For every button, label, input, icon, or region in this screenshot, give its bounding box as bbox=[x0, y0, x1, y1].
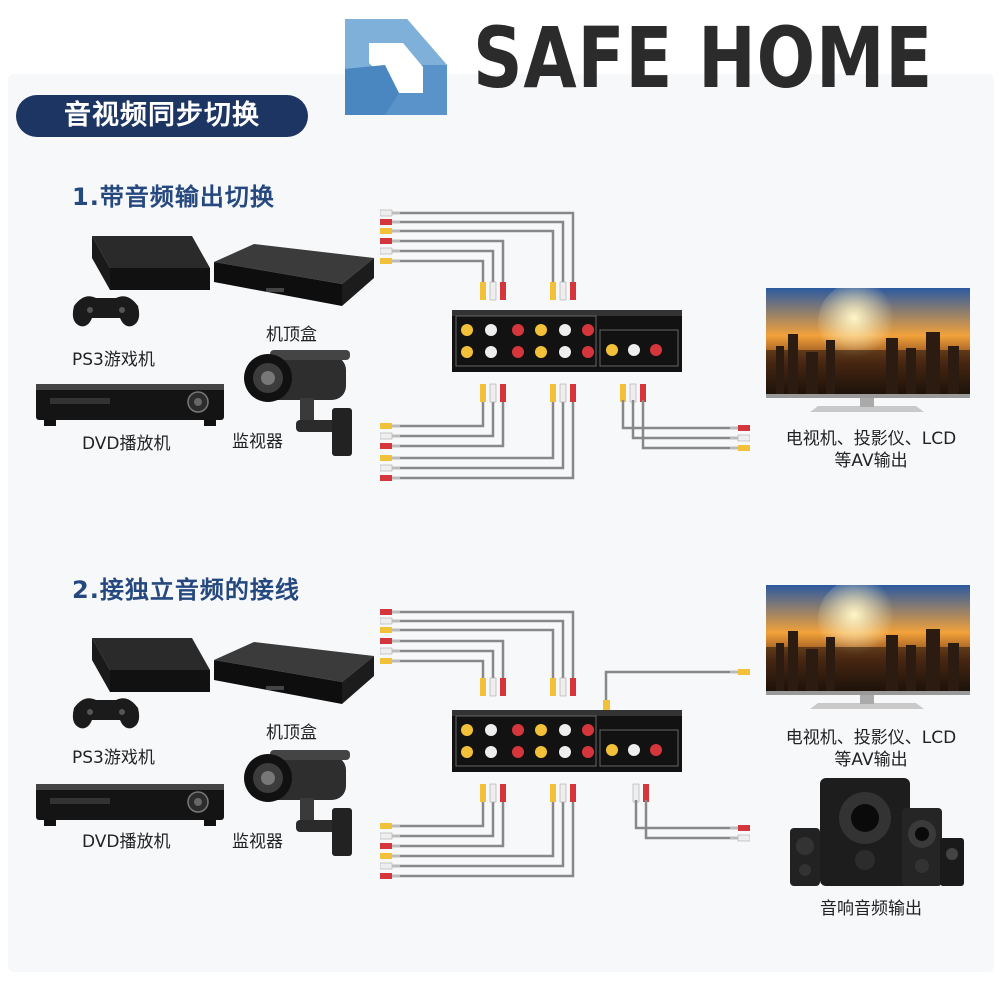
av-switch-box-2 bbox=[452, 710, 682, 772]
switch-bottom-plugs-2 bbox=[480, 783, 649, 803]
label-settop: 机顶盒 bbox=[266, 723, 317, 743]
switch-top-plugs-1 bbox=[480, 281, 576, 301]
settop-box-icon bbox=[214, 244, 374, 306]
input-cables-top-2 bbox=[400, 610, 575, 678]
input-plugs-top-1 bbox=[380, 209, 400, 264]
label-settop: 机顶盒 bbox=[266, 325, 317, 345]
label-av-output-line1: 电视机、投影仪、LCD bbox=[785, 728, 957, 748]
av-switch-box-1 bbox=[452, 310, 682, 372]
input-cables-top-1 bbox=[400, 211, 575, 282]
label-audio-output: 音响音频输出 bbox=[820, 899, 922, 919]
dvd-player-icon bbox=[36, 783, 225, 827]
label-av-output-line1: 电视机、投影仪、LCD bbox=[785, 429, 957, 449]
speaker-system-icon bbox=[790, 778, 964, 886]
logo-s-mark-icon bbox=[345, 19, 447, 115]
brand-name: SAFE HOME bbox=[473, 9, 934, 107]
settop-box-icon bbox=[214, 642, 374, 704]
brand-logo: SAFE HOME bbox=[345, 9, 995, 115]
label-camera: 监视器 bbox=[232, 832, 283, 852]
input-plugs-bottom-1 bbox=[380, 423, 400, 481]
output-plugs-1 bbox=[730, 425, 750, 451]
input-plugs-bottom-2 bbox=[380, 823, 400, 879]
switch-bottom-plugs-1 bbox=[480, 383, 646, 403]
ps3-console-icon bbox=[72, 638, 210, 729]
label-dvd: DVD播放机 bbox=[82, 434, 171, 454]
label-camera: 监视器 bbox=[232, 432, 283, 452]
section-1-title: 1.带音频输出切换 bbox=[72, 183, 275, 211]
video-out-cable-2 bbox=[604, 670, 730, 700]
input-cables-bottom-2 bbox=[400, 800, 575, 878]
input-cables-bottom-1 bbox=[400, 400, 575, 480]
audio-out-cables-2 bbox=[634, 800, 730, 840]
switch-jacks-2 bbox=[461, 724, 662, 758]
label-ps3: PS3游戏机 bbox=[72, 748, 155, 768]
label-av-output-line2: 等AV输出 bbox=[834, 451, 908, 471]
label-av-output-line2: 等AV输出 bbox=[834, 750, 908, 770]
video-out-plug-2 bbox=[730, 669, 750, 675]
header-badge: 音视频同步切换 bbox=[16, 95, 308, 137]
switch-jacks-1 bbox=[461, 324, 662, 358]
input-plugs-top-2 bbox=[380, 609, 400, 664]
audio-out-plugs-2 bbox=[730, 825, 750, 842]
label-dvd: DVD播放机 bbox=[82, 832, 171, 852]
ps3-console-icon bbox=[72, 236, 210, 327]
tv-icon bbox=[766, 585, 970, 709]
dvd-player-icon bbox=[36, 383, 225, 427]
output-cables-1 bbox=[621, 400, 730, 450]
label-ps3: PS3游戏机 bbox=[72, 350, 155, 370]
tv-icon bbox=[766, 288, 970, 412]
section-2-title: 2.接独立音频的接线 bbox=[72, 576, 300, 604]
